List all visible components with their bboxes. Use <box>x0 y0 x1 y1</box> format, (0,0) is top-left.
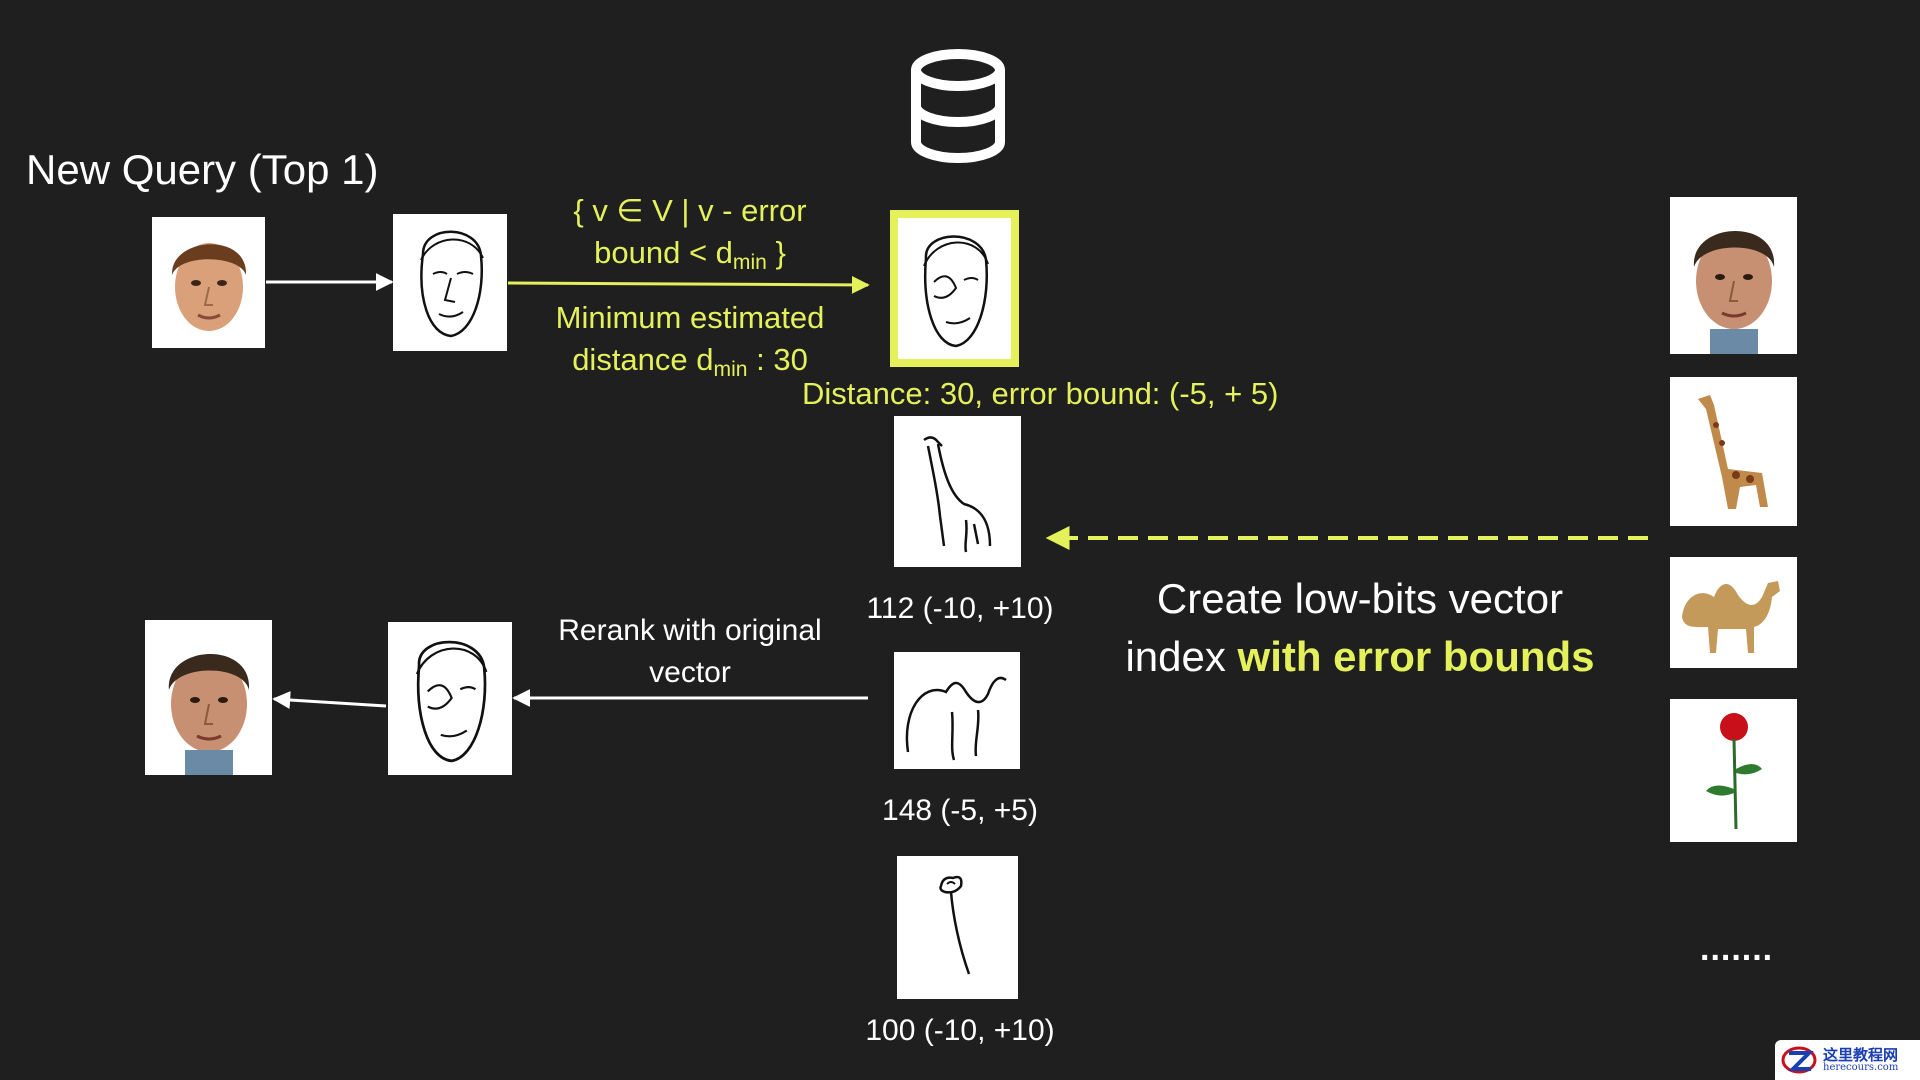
watermark-main-text: 这里教程网 <box>1823 1045 1899 1064</box>
dataset-rose-image <box>1670 699 1797 842</box>
arrow-result <box>272 691 387 709</box>
watermark-logo-icon <box>1781 1046 1817 1074</box>
reranked-sketch-image <box>388 622 512 775</box>
page-title: New Query (Top 1) <box>26 146 379 193</box>
dataset-giraffe-image <box>1670 377 1797 526</box>
min-distance-label: Minimum estimated distance dmin : 30 <box>555 300 825 381</box>
rerank-label: Rerank with original vector <box>558 614 822 689</box>
database-icon <box>908 48 1008 166</box>
query-face-image <box>152 217 265 348</box>
index-note-label: Create low-bits vector index with error … <box>1125 575 1595 680</box>
candidate-giraffe-sketch <box>894 416 1021 567</box>
watermark-sub-text: herecours.com <box>1823 1061 1899 1073</box>
candidate-camel-sketch <box>894 652 1020 769</box>
candidate-rose-sketch <box>897 856 1018 999</box>
dataset-camel-image <box>1670 557 1797 668</box>
result-face-image <box>145 620 272 775</box>
candidate-3-label: 100 (-10, +10) <box>865 1014 1055 1047</box>
candidate-1-label: 112 (-10, +10) <box>866 592 1054 625</box>
candidate-2-label: 148 (-5, +5) <box>882 794 1038 827</box>
top-candidate-sketch <box>890 210 1019 367</box>
top-candidate-label: Distance: 30, error bound: (-5, + 5) <box>802 376 1279 411</box>
query-sketch-image <box>393 214 507 351</box>
filter-set-label: { v ∈ V | v - error bound < dmin } <box>573 193 807 274</box>
dataset-more-ellipsis: ....... <box>1700 930 1774 968</box>
watermark-badge: 这里教程网 herecours.com <box>1775 1040 1920 1080</box>
dataset-face-image <box>1670 197 1797 354</box>
